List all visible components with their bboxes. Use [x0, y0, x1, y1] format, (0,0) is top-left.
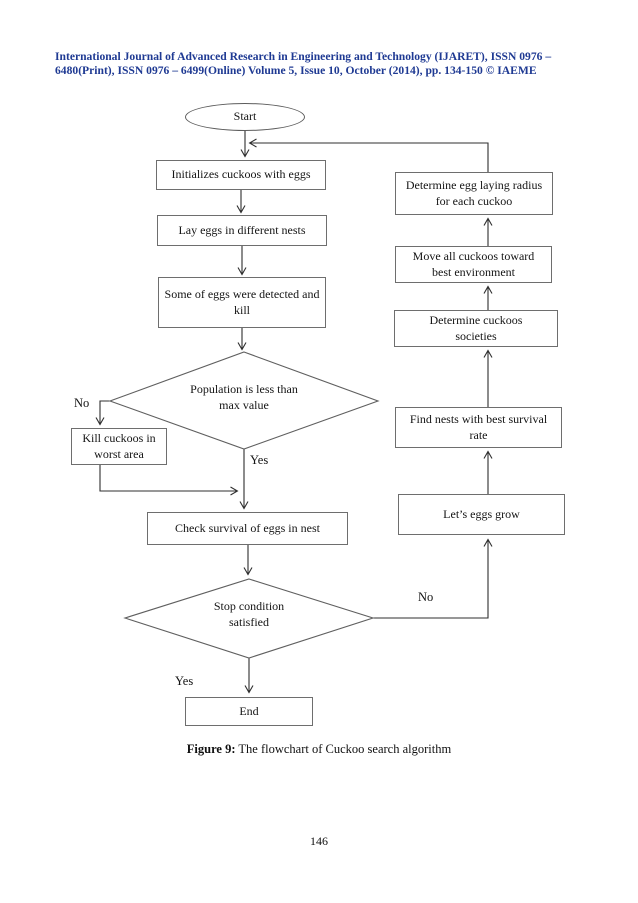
node-cuckoo-societies: Determine cuckoos societies — [394, 310, 558, 347]
figure-caption-label: Figure 9: — [186, 742, 236, 756]
node-check-survival: Check survival of eggs in nest — [147, 512, 348, 545]
arrow-feedback-to-main-line — [250, 143, 489, 172]
node-move-cuckoos: Move all cuckoos toward best environment — [395, 246, 552, 283]
arrow-population-no-to-kill — [100, 400, 110, 424]
node-initialize-cuckoos: Initializes cuckoos with eggs — [156, 160, 326, 190]
figure-caption-text: The flowchart of Cuckoo search algorithm — [235, 742, 452, 756]
decision-diamond-population — [108, 351, 380, 450]
node-start: Start — [185, 103, 305, 131]
arrow-kill-to-yes-line — [99, 465, 237, 491]
node-stop-check-label: Stop condition satisfied — [213, 599, 285, 630]
label-population-no: No — [74, 396, 90, 410]
node-kill-worst: Kill cuckoos in worst area — [71, 428, 167, 465]
node-egg-laying-radius: Determine egg laying radius for each cuc… — [395, 172, 553, 215]
page-number: 146 — [310, 834, 328, 848]
arrow-stop-no-to-grow — [373, 540, 488, 619]
node-find-nests: Find nests with best survival rate — [395, 407, 562, 448]
journal-header-line2: 6480(Print), ISSN 0976 – 6499(Online) Vo… — [55, 63, 537, 77]
node-end: End — [185, 697, 313, 726]
journal-header: International Journal of Advanced Resear… — [55, 50, 595, 77]
node-eggs-grow: Let’s eggs grow — [398, 494, 565, 535]
node-eggs-detected: Some of eggs were detected and kill — [158, 277, 326, 328]
decision-diamond-stop — [123, 578, 375, 659]
journal-header-line1: International Journal of Advanced Resear… — [55, 50, 552, 63]
figure-caption: Figure 9: The flowchart of Cuckoo search… — [0, 742, 638, 757]
label-stop-no: No — [418, 590, 434, 604]
label-stop-yes: Yes — [175, 674, 194, 688]
label-population-yes: Yes — [250, 453, 269, 467]
node-lay-eggs: Lay eggs in different nests — [157, 215, 327, 246]
node-population-check-label: Population is less than max value — [190, 382, 298, 413]
